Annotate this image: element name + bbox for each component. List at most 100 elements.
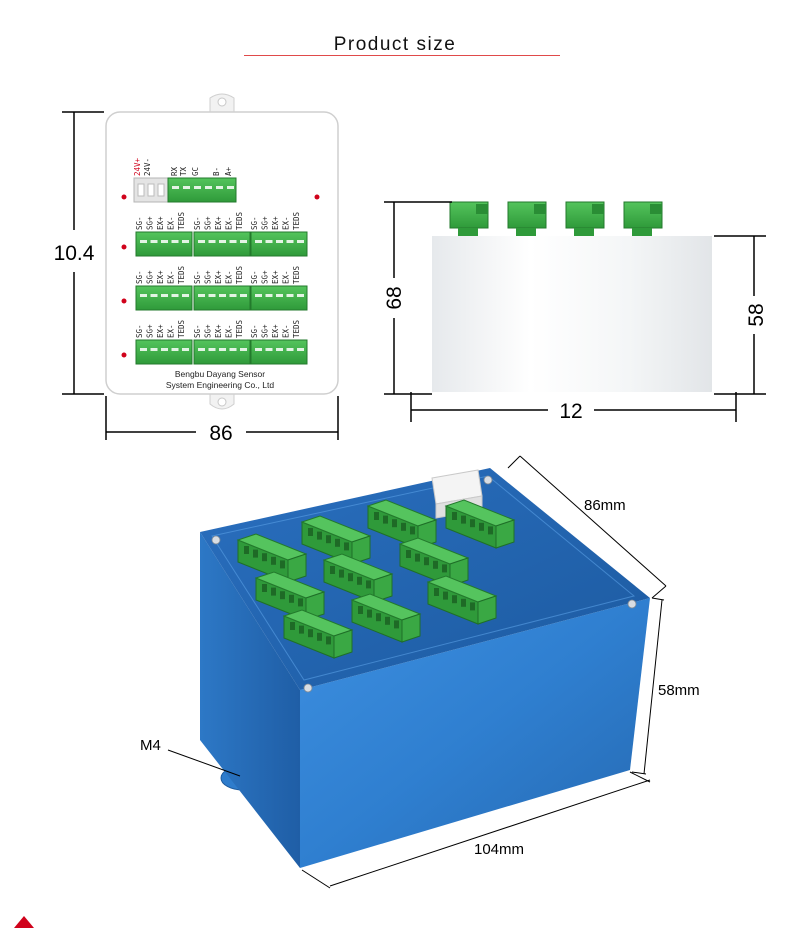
iso-connector-slot <box>488 526 493 535</box>
screw-icon <box>211 535 221 545</box>
iso-connector-slot <box>401 522 406 531</box>
channel-pin-label: SG- <box>135 270 144 284</box>
terminal-slot <box>219 348 226 351</box>
m4-leader-line <box>167 749 241 777</box>
iso-connector-slot <box>470 519 475 528</box>
corner-mark-icon <box>14 916 34 928</box>
terminal-slot <box>229 294 237 297</box>
iso-height-label: 58mm <box>658 682 700 699</box>
terminal-slot <box>198 348 205 351</box>
iso-connector-slot <box>298 598 303 607</box>
iso-connector-slot <box>479 522 484 531</box>
channel-pin-label: SG- <box>193 216 202 230</box>
side-connector-stem <box>632 228 652 236</box>
top-width-dimension <box>105 396 339 440</box>
side-connector-stem <box>516 228 536 236</box>
channel-pin-label: SG+ <box>261 324 270 338</box>
iso-front-face <box>300 598 650 868</box>
terminal-block <box>193 285 251 311</box>
pin-label-a-plus: A+ <box>224 166 233 176</box>
pin-label-gc: GC <box>191 167 200 176</box>
terminal-slot <box>140 294 147 297</box>
iso-connector-slot <box>358 606 363 614</box>
channel-pin-label: EX- <box>225 270 234 284</box>
channel-pin-label: SG- <box>250 270 259 284</box>
terminal-slot <box>240 240 247 243</box>
top-view: 24V+ 24V- RX TX GC B- A+ SG-SG+EX+EX-TED… <box>54 93 339 445</box>
channel-pin-label: SG+ <box>146 270 155 284</box>
iso-view: 86mm 58mm 104mm M4 <box>140 455 700 889</box>
iso-connector-slot <box>317 531 322 540</box>
top-width-label: 86 <box>209 422 232 445</box>
iso-connector-slot <box>410 526 415 535</box>
terminal-slot <box>219 294 226 297</box>
channel-pin-label: TEDS <box>292 211 301 230</box>
iso-connector-slot <box>330 566 335 574</box>
terminal-slot <box>240 348 247 351</box>
side-connectors <box>449 201 663 236</box>
side-view: 68 58 12 <box>383 201 768 423</box>
terminal-slot <box>150 348 158 351</box>
channel-pin-label: SG+ <box>146 216 155 230</box>
terminal-block <box>250 339 308 365</box>
terminal-slot <box>286 348 294 351</box>
terminal-block <box>193 231 251 257</box>
terminal-slot <box>171 294 179 297</box>
terminal-slot <box>265 240 273 243</box>
terminal-slot <box>140 348 147 351</box>
channel-pin-label: EX+ <box>271 324 280 338</box>
page-title: Product size <box>333 34 457 55</box>
terminal-slot <box>219 240 226 243</box>
channel-pin-label: SG+ <box>204 270 213 284</box>
side-total-height-label: 68 <box>383 286 406 309</box>
terminal-block <box>135 339 193 365</box>
terminal-slot <box>198 294 205 297</box>
iso-connector-slot <box>452 595 457 604</box>
company-line-1: Bengbu Dayang Sensor <box>175 369 265 379</box>
indicator-dot <box>121 194 127 200</box>
terminal-slot <box>255 240 262 243</box>
iso-connector-slot <box>394 620 399 629</box>
iso-connector-side <box>401 613 421 643</box>
pin-label-24v-plus: 24V+ <box>133 157 142 176</box>
iso-connector-slot <box>253 549 258 558</box>
iso-connector-slot <box>308 629 313 638</box>
terminal-slot <box>150 240 158 243</box>
iso-connector-slot <box>344 542 349 551</box>
side-width-dimension <box>410 392 737 422</box>
terminal-slot <box>150 294 158 297</box>
iso-connector-side <box>495 519 515 549</box>
iso-depth-dimension <box>507 455 667 599</box>
iso-connector-slot <box>271 556 276 565</box>
channel-pin-label: SG+ <box>204 324 213 338</box>
terminal-slot <box>297 240 304 243</box>
terminal-slot <box>208 294 216 297</box>
channel-pin-label: TEDS <box>177 211 186 230</box>
iso-connector-slot <box>461 515 466 524</box>
channel-pin-label: SG- <box>250 324 259 338</box>
iso-connector-slot <box>280 591 285 600</box>
terminal-slot <box>255 294 262 297</box>
terminal-slot <box>229 240 237 243</box>
iso-connector-slot <box>271 587 276 596</box>
pin-label-24v-minus: 24V- <box>143 158 152 176</box>
iso-connector-slot <box>383 515 388 524</box>
terminal-slot <box>286 240 294 243</box>
terminal-slot <box>229 348 237 351</box>
channel-pin-label: EX- <box>225 324 234 338</box>
iso-height-dimension <box>631 597 665 775</box>
iso-connector-slot <box>470 602 475 611</box>
channel-pin-label: EX+ <box>156 324 165 338</box>
iso-connector-slot <box>392 519 397 528</box>
indicator-dot <box>121 244 127 250</box>
terminal-slot <box>265 348 273 351</box>
channel-pin-label: EX- <box>167 324 176 338</box>
iso-connector-slot <box>424 557 429 566</box>
side-body <box>432 236 712 392</box>
iso-connector-slot <box>367 609 372 618</box>
iso-left-face <box>200 532 300 868</box>
iso-connector-slot <box>289 594 294 603</box>
terminal-slot <box>161 294 168 297</box>
channel-pin-label: TEDS <box>235 211 244 230</box>
channel-pin-label: EX- <box>282 324 291 338</box>
